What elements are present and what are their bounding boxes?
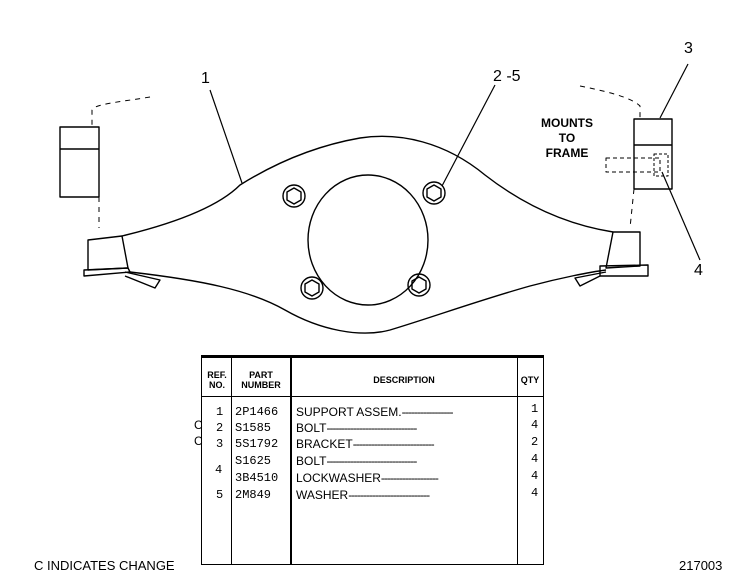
change-marker-row3: C: [194, 434, 203, 448]
row5-qty: 4: [531, 469, 539, 483]
header-ref-line2: NO.: [208, 380, 225, 390]
row6-part: 2M849: [235, 488, 272, 502]
row2-leader: ------------------------------: [326, 421, 417, 435]
row6-ref: 5: [216, 488, 224, 502]
row4-desc-text: BOLT: [296, 454, 327, 468]
row1-leader: -----------------: [401, 405, 454, 419]
support-plate: [83, 135, 649, 334]
row1-ref: 1: [216, 405, 224, 419]
row3-part: 5S1792: [235, 437, 279, 451]
row6-desc: WASHER---------------------------: [296, 488, 430, 502]
parts-table: REF. NO. PART NUMBER DESCRIPTION QTY 1 2…: [201, 355, 544, 565]
note-line-1: MOUNTS: [541, 116, 593, 130]
row2-qty: 4: [531, 418, 539, 432]
row3-ref: 3: [216, 437, 224, 451]
note-line-3: FRAME: [545, 146, 589, 160]
callout-1: 1: [201, 70, 210, 87]
row5-leader: -------------------: [380, 471, 439, 485]
row5-desc: LOCKWASHER-------------------: [296, 471, 439, 485]
right-bracket-block: [605, 118, 673, 190]
row1-part: 2P1466: [235, 405, 279, 419]
callout-2-5: 2 -5: [493, 68, 521, 85]
row2-ref: 2: [216, 421, 224, 435]
row4-part: S1625: [235, 454, 272, 468]
row1-desc-text: SUPPORT ASSEM.: [296, 405, 402, 419]
row2-desc-text: BOLT: [296, 421, 327, 435]
left-bracket-phantom-line: [91, 96, 151, 228]
row3-leader: ---------------------------: [352, 437, 435, 451]
header-ref: REF. NO.: [203, 370, 231, 390]
row2-desc: BOLT------------------------------: [296, 421, 417, 435]
right-bracket-phantom-line: [579, 85, 641, 229]
col-divider-desc: [517, 358, 518, 564]
col-divider-part: [290, 358, 292, 564]
callout-2-5-leader: [441, 84, 496, 187]
left-bracket-block: [59, 126, 100, 198]
row6-desc-text: WASHER: [296, 488, 349, 502]
callout-4: 4: [694, 262, 703, 279]
header-divider: [202, 396, 543, 397]
header-part-line2: NUMBER: [241, 380, 281, 390]
row3-desc-text: BRACKET: [296, 437, 353, 451]
header-ref-line1: REF.: [207, 370, 227, 380]
drawing-number: 217003: [679, 558, 723, 573]
header-part-line1: PART: [249, 370, 273, 380]
row6-leader: ---------------------------: [348, 488, 430, 502]
row3-qty: 2: [531, 435, 539, 449]
row4-desc: BOLT------------------------------: [296, 454, 417, 468]
row5-ref: 4: [215, 463, 223, 477]
row4-qty: 4: [531, 452, 539, 466]
callout-3: 3: [684, 40, 693, 57]
col-divider-ref: [231, 358, 232, 564]
header-description: DESCRIPTION: [373, 375, 435, 385]
change-legend: C INDICATES CHANGE: [34, 558, 175, 573]
row3-desc: BRACKET---------------------------: [296, 437, 435, 451]
note-line-2: TO: [558, 131, 576, 145]
callout-1-leader: [209, 89, 243, 184]
row5-desc-text: LOCKWASHER: [296, 471, 381, 485]
mounts-to-frame-note: MOUNTS TO FRAME: [538, 116, 596, 161]
header-part-number: PART NUMBER: [232, 370, 290, 390]
row1-qty: 1: [531, 402, 539, 416]
row1-desc: SUPPORT ASSEM.-----------------: [296, 405, 454, 419]
callout-4-leader: [661, 171, 701, 261]
callout-3-leader: [659, 63, 689, 119]
row2-part: S1585: [235, 421, 272, 435]
row6-qty: 4: [531, 486, 539, 500]
row5-part: 3B4510: [235, 471, 279, 485]
header-qty: QTY: [520, 375, 540, 385]
change-marker-row2: C: [194, 418, 203, 432]
row4-leader: ------------------------------: [326, 454, 417, 468]
